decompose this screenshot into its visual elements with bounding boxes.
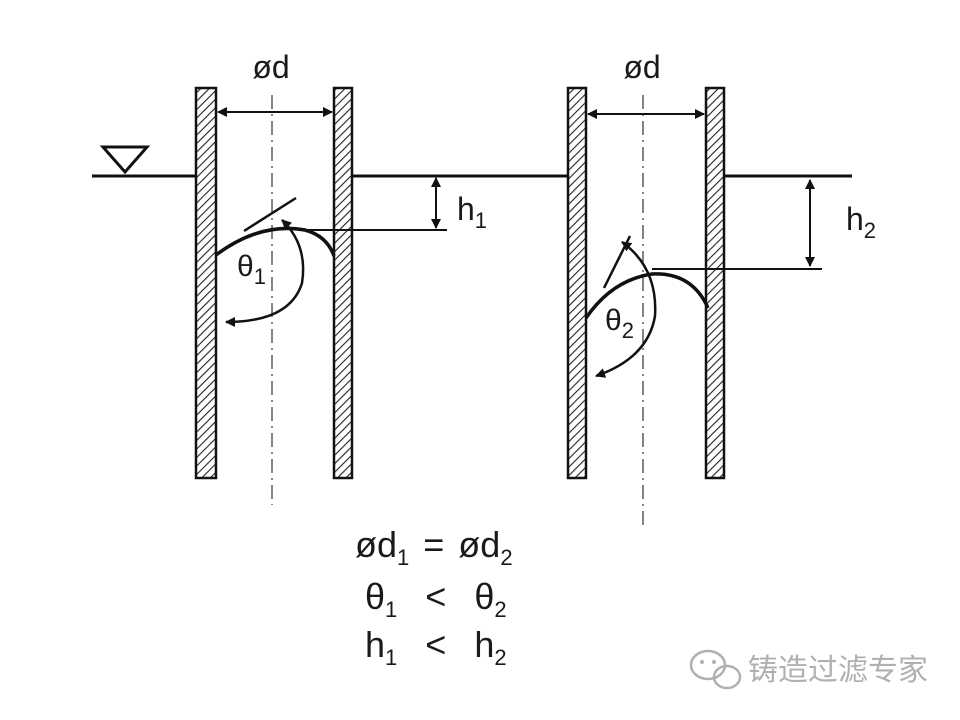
equation-diameter: ød1=ød2: [355, 524, 513, 570]
right-tube-wall-right: [704, 86, 726, 480]
left-height-label: h1: [457, 191, 487, 233]
right-angle-label: θ2: [605, 304, 634, 343]
left-tube-wall-right: [332, 86, 354, 480]
wechat-icon: [689, 649, 742, 690]
left-angle-label: θ1: [237, 250, 266, 289]
watermark-text: 铸造过滤专家: [748, 653, 928, 688]
right-angle-arc: [595, 240, 657, 378]
left-angle-arc: [225, 219, 305, 327]
right-tube-wall-left: [566, 86, 588, 480]
equations: ød1=ød2 θ1<θ2 h1<h2: [355, 524, 513, 670]
left-tube: ød θ1 h1: [194, 49, 487, 505]
equation-angle: θ1<θ2: [365, 576, 507, 622]
right-height-label: h2: [846, 201, 876, 243]
left-meniscus: [214, 226, 336, 257]
left-tube-wall-left: [194, 86, 218, 480]
left-diameter-label: ød: [252, 49, 289, 85]
watermark: 铸造过滤专家: [689, 649, 928, 690]
equation-height: h1<h2: [365, 624, 507, 670]
water-level-symbol: [99, 145, 151, 175]
right-tube: ød θ2 h2: [566, 49, 876, 525]
right-diameter-label: ød: [623, 49, 660, 85]
